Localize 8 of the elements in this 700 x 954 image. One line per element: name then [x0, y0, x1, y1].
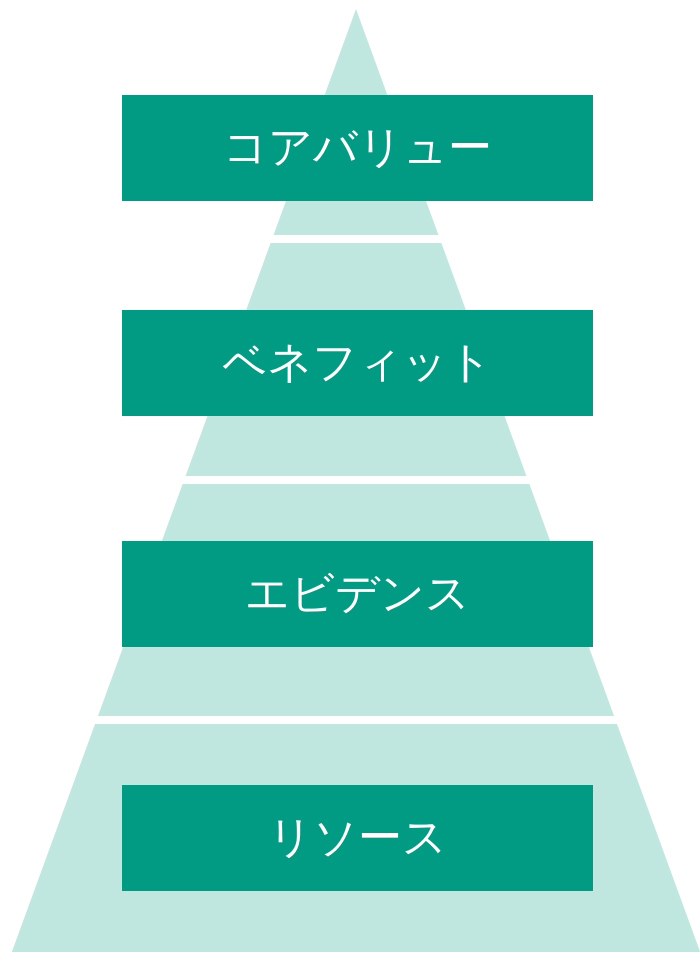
level-label: リソース: [268, 816, 447, 860]
level-label: コアバリュー: [223, 126, 492, 170]
level-box: [122, 95, 593, 201]
level-box: [122, 785, 593, 891]
level-label: ベネフィット: [222, 341, 492, 385]
level-box: [122, 541, 593, 647]
level-label: エビデンス: [245, 572, 470, 616]
level-box: [122, 310, 593, 416]
